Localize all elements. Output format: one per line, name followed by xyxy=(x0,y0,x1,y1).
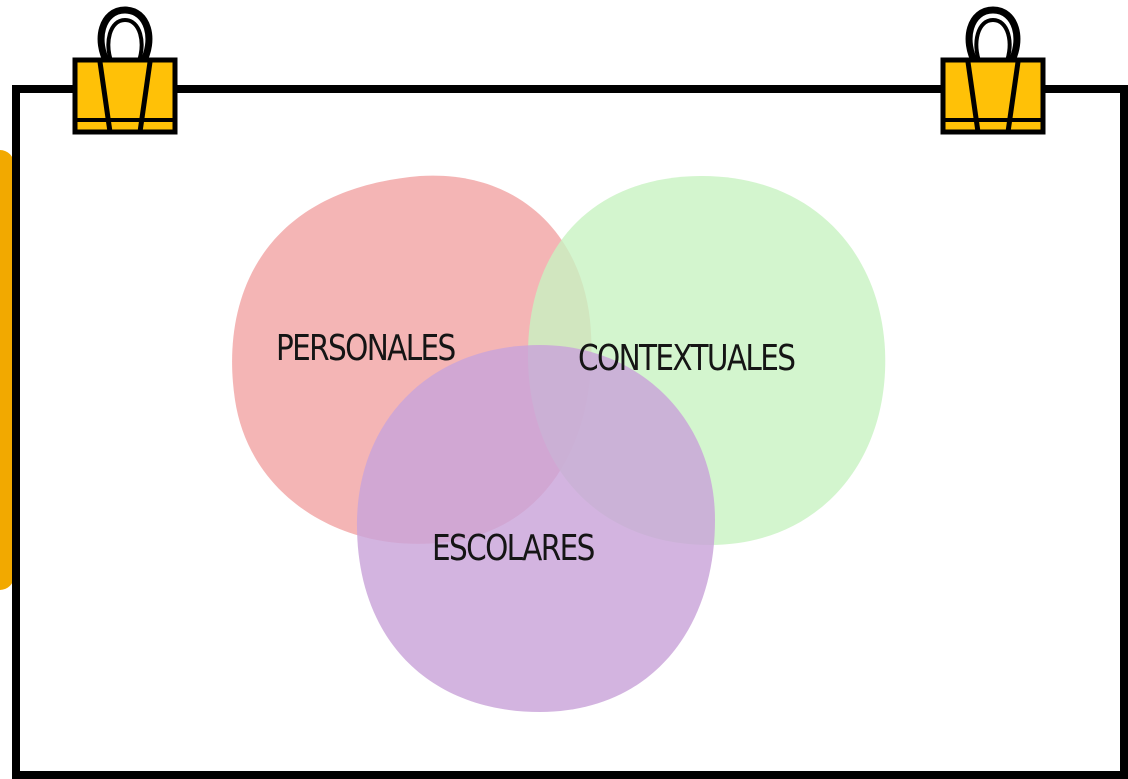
binder-clip-icon xyxy=(72,6,178,135)
side-decor-strip xyxy=(0,150,14,590)
label-escolares: ESCOLARES xyxy=(432,528,595,569)
set-escolares-blob xyxy=(356,345,715,712)
label-contextuales: CONTEXTUALES xyxy=(578,338,796,379)
binder-clip-icon xyxy=(940,6,1046,135)
label-personales: PERSONALES xyxy=(276,328,456,369)
